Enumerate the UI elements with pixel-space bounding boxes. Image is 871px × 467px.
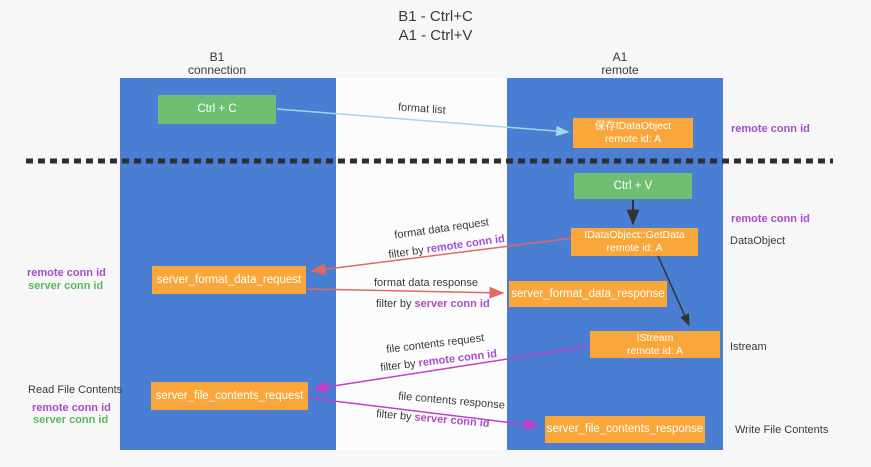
right-label-istream: Istream bbox=[730, 341, 767, 353]
node-getdata-line1: IDataObject::GetData bbox=[584, 229, 685, 241]
label-format-data-response: format data response bbox=[374, 277, 478, 289]
column-b1-name: B1 bbox=[209, 50, 225, 64]
node-save-idataobject-line2: remote id: A bbox=[604, 133, 662, 145]
arrow-file-contents-response bbox=[308, 397, 540, 431]
diagram-title: B1 - Ctrl+C A1 - Ctrl+V bbox=[0, 7, 871, 45]
node-save-idataobject: 保存IDataObject remote id: A bbox=[573, 118, 693, 148]
filter-by-text: filter by bbox=[376, 298, 412, 310]
node-file-request-label: server_file_contents_request bbox=[155, 389, 304, 402]
node-file-response-label: server_file_contents_response bbox=[546, 423, 704, 435]
left-label-read-file-contents: Read File Contents bbox=[28, 384, 123, 396]
node-ctrl-c-label: Ctrl + C bbox=[197, 103, 237, 115]
column-header-b1: B1 connection bbox=[109, 51, 325, 77]
left-label-server-conn-id-format: server conn id bbox=[28, 280, 104, 292]
right-label-remote-conn-id-mid: remote conn id bbox=[731, 213, 810, 225]
node-server-format-data-response: server_format_data_response bbox=[509, 281, 667, 307]
node-ctrl-c: Ctrl + C bbox=[158, 95, 276, 124]
node-save-idataobject-line1: 保存IDataObject bbox=[594, 120, 672, 132]
left-label-remote-conn-id-file: remote conn id bbox=[32, 402, 111, 414]
node-server-file-contents-request: server_file_contents_request bbox=[151, 382, 308, 410]
node-format-response-label: server_format_data_response bbox=[511, 287, 665, 300]
node-ctrl-v: Ctrl + V bbox=[574, 173, 692, 199]
node-istream-line1: IStream bbox=[636, 331, 674, 344]
arrow-file-contents-request bbox=[312, 345, 592, 393]
filter-accent-server-conn-id: server conn id bbox=[414, 298, 490, 310]
title-line-2: A1 - Ctrl+V bbox=[398, 27, 473, 44]
node-getdata-line2: remote id: A bbox=[606, 242, 663, 254]
arrow-format-list bbox=[276, 108, 570, 137]
node-server-file-contents-response: server_file_contents_response bbox=[545, 416, 705, 443]
node-idataobject-getdata: IDataObject::GetData remote id: A bbox=[571, 228, 698, 256]
column-a1-subtitle: remote bbox=[601, 63, 639, 77]
node-format-request-label: server_format_data_request bbox=[156, 273, 302, 286]
right-label-write-file-contents: Write File Contents bbox=[735, 424, 829, 436]
title-line-1: B1 - Ctrl+C bbox=[398, 8, 473, 25]
column-header-a1: A1 remote bbox=[512, 51, 728, 77]
node-server-format-data-request: server_format_data_request bbox=[152, 266, 306, 294]
arrow-format-data-request bbox=[310, 237, 574, 276]
node-istream: IStream remote id: A bbox=[590, 331, 720, 358]
column-a1-name: A1 bbox=[612, 50, 628, 64]
column-b1-subtitle: connection bbox=[187, 63, 247, 77]
left-label-server-conn-id-file: server conn id bbox=[33, 414, 109, 426]
right-label-dataobject: DataObject bbox=[730, 235, 786, 247]
left-label-remote-conn-id-format: remote conn id bbox=[27, 267, 106, 279]
arrow-getdata-to-istream bbox=[657, 255, 690, 327]
arrow-format-data-response bbox=[306, 286, 505, 299]
node-istream-line2: remote id: A bbox=[626, 344, 684, 357]
right-label-remote-conn-id-top: remote conn id bbox=[731, 123, 810, 135]
node-ctrl-v-label: Ctrl + V bbox=[613, 179, 653, 192]
